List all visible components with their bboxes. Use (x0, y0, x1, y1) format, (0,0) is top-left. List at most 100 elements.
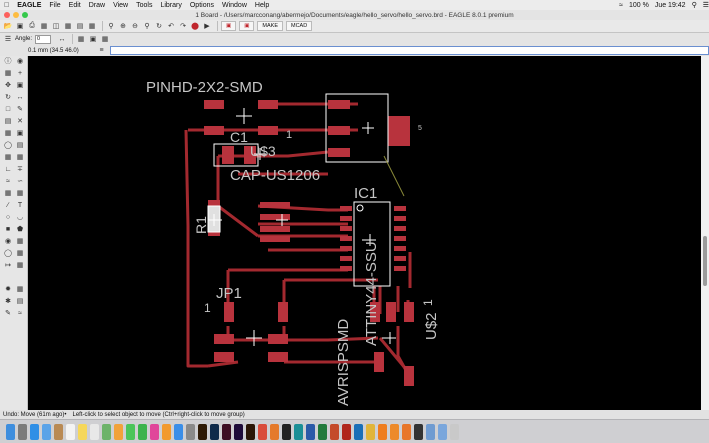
wire-icon[interactable]: ∕ (7, 201, 9, 209)
pad-avrisp-5[interactable] (374, 352, 384, 372)
pad-us2-3[interactable] (404, 302, 414, 322)
pcb-drawing[interactable]: PINHD-2X2-SMD C1 1 U$3 CAP-US1206 IC1 5 … (28, 56, 701, 410)
pad-avrisp-4[interactable] (268, 334, 288, 344)
pad-ic1-1[interactable] (340, 206, 352, 211)
menu-draw[interactable]: Draw (83, 1, 105, 9)
pad-avrisp-2[interactable] (214, 334, 234, 344)
trace[interactable] (207, 360, 239, 368)
pad-avrisp-6[interactable] (404, 366, 414, 386)
arc-icon[interactable]: ◡ (16, 214, 24, 221)
close-window-button[interactable] (4, 12, 10, 18)
pad-ic1-4[interactable] (340, 236, 352, 241)
optimize-icon[interactable]: ≈ (6, 177, 10, 185)
pad-avrisp-1[interactable] (214, 352, 234, 362)
eagle-icon[interactable] (390, 423, 399, 440)
menu-options[interactable]: Options (184, 1, 214, 9)
pad-jp1-2[interactable] (278, 302, 288, 322)
zoom-out-icon[interactable]: ⊖ (132, 23, 138, 30)
downloads-icon[interactable] (426, 423, 435, 440)
contacts-icon[interactable] (54, 423, 63, 440)
app-menu[interactable]: EAGLE (12, 1, 41, 9)
slicer-icon[interactable] (366, 423, 375, 440)
pad-us3-tab[interactable] (388, 116, 410, 146)
switch-schematic-icon[interactable]: ◫ (52, 23, 60, 30)
messages-icon[interactable] (126, 423, 135, 440)
minimize-window-button[interactable] (13, 12, 19, 18)
route-icon[interactable]: ∽ (17, 178, 23, 185)
pad-c1-2[interactable] (244, 146, 256, 164)
inkscape-icon[interactable] (414, 423, 423, 440)
move-group-icon[interactable]: ▦ (77, 36, 85, 43)
menu-file[interactable]: File (44, 1, 60, 9)
trash-icon[interactable] (450, 423, 459, 440)
menu-help[interactable]: Help (249, 1, 269, 9)
undo-icon[interactable]: ↶ (168, 23, 174, 30)
via-icon[interactable]: ◉ (4, 238, 12, 245)
drc-icon[interactable]: ✹ (5, 286, 11, 293)
menu-tools[interactable]: Tools (130, 1, 152, 9)
cam-processor-icon[interactable]: ▦ (40, 23, 48, 30)
excel-icon[interactable] (318, 423, 327, 440)
grid-icon[interactable]: ▦ (88, 23, 96, 30)
delete-icon[interactable]: ✕ (17, 118, 23, 125)
errors-icon[interactable]: ▦ (16, 286, 24, 293)
command-input[interactable] (110, 46, 709, 55)
pad-ic1-2[interactable] (340, 216, 352, 221)
rotate-icon[interactable]: ↻ (5, 94, 11, 101)
trace[interactable] (284, 336, 379, 342)
pad-xtal-2[interactable] (260, 214, 290, 220)
apple-menu-icon[interactable]:  (4, 2, 9, 9)
pad-ic1-13[interactable] (394, 216, 406, 221)
fusion-push-button[interactable]: ▣ (239, 21, 255, 31)
erc-icon[interactable]: ✱ (5, 298, 11, 305)
launchpad-icon[interactable] (18, 423, 27, 440)
firefox-icon[interactable] (270, 423, 279, 440)
photoshop-icon[interactable] (210, 423, 219, 440)
pad-ic1-8[interactable] (394, 266, 406, 271)
maps-icon[interactable] (102, 423, 111, 440)
mirror-icon[interactable]: ↔ (58, 35, 66, 43)
command-history-icon[interactable]: ≡ (99, 47, 104, 54)
change-icon[interactable]: ✎ (17, 106, 23, 113)
pad-us3-1[interactable] (328, 100, 350, 109)
app-store-icon[interactable] (174, 423, 183, 440)
add-icon[interactable]: ▦ (4, 130, 12, 137)
pad-pinhd-4[interactable] (258, 100, 278, 109)
premiere-icon[interactable] (234, 423, 243, 440)
menu-view[interactable]: View (107, 1, 128, 9)
zoom-in-icon[interactable]: ⊕ (120, 23, 126, 30)
text-icon[interactable]: T (17, 201, 23, 209)
save-icon[interactable]: ▣ (16, 23, 24, 30)
dimension-icon[interactable]: ↦ (5, 262, 11, 269)
polygon-icon[interactable]: ⬟ (16, 226, 24, 233)
ripup-icon[interactable]: ▦ (4, 190, 12, 197)
meander-icon[interactable]: ≈ (18, 309, 22, 317)
replace-icon[interactable]: ▣ (16, 130, 24, 137)
hole-icon[interactable]: ◯ (4, 250, 12, 257)
stop-icon[interactable]: ⬤ (191, 23, 199, 30)
make-button[interactable]: MAKE (257, 21, 283, 31)
clock[interactable]: Jue 19:42 (654, 1, 686, 9)
pad-pinhd-3[interactable] (204, 100, 224, 109)
script-icon[interactable]: ▤ (76, 23, 84, 30)
pad-ic1-3[interactable] (340, 226, 352, 231)
pad-ic1-10[interactable] (394, 246, 406, 251)
pad-us3-3[interactable] (328, 148, 350, 157)
word-icon[interactable] (306, 423, 315, 440)
pad-ic1-6[interactable] (340, 256, 352, 261)
vertical-scrollbar[interactable] (701, 56, 709, 410)
mail-icon[interactable] (42, 423, 51, 440)
paste-icon[interactable]: ▤ (4, 118, 12, 125)
pad-c1-1[interactable] (222, 146, 234, 164)
ratsnest-icon[interactable]: ▦ (16, 262, 24, 269)
redraw-icon[interactable]: ↻ (156, 23, 162, 30)
safari-icon[interactable] (30, 423, 39, 440)
show-icon[interactable]: ◉ (16, 58, 24, 65)
mcad-button[interactable]: MCAD (286, 21, 313, 31)
autorouter-icon[interactable]: ▦ (16, 190, 24, 197)
pad-xtal-1[interactable] (260, 202, 290, 208)
pad-avrisp-3[interactable] (268, 352, 288, 362)
trace[interactable] (218, 150, 329, 158)
redo-icon[interactable]: ↷ (180, 23, 186, 30)
folder-icon[interactable] (438, 423, 447, 440)
